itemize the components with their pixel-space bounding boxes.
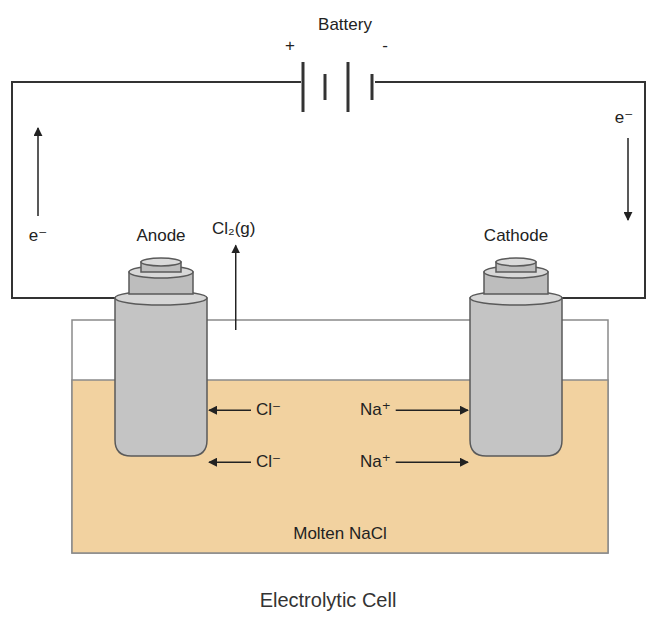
electron-flow-arrow bbox=[627, 138, 629, 220]
cathode-electrode-outline bbox=[470, 258, 562, 458]
electrode-label: Anode bbox=[136, 226, 185, 246]
ion-label: Na⁺ bbox=[360, 400, 391, 420]
battery-symbol-outline bbox=[301, 56, 375, 116]
electrode-label: Cathode bbox=[484, 226, 548, 246]
electron-label: e⁻ bbox=[615, 108, 633, 128]
text-slot: Anode bbox=[136, 226, 185, 246]
text-slot: Cl₂(g) bbox=[212, 219, 255, 239]
anode-electrode: Anode bbox=[115, 258, 207, 458]
wire bbox=[12, 82, 301, 298]
text-slot: e⁻ bbox=[29, 226, 47, 246]
text-slot: Electrolytic Cell bbox=[260, 588, 397, 612]
ion-arrow bbox=[209, 461, 251, 463]
caption: Electrolytic Cell bbox=[260, 588, 397, 612]
terminal-sign: + bbox=[285, 36, 295, 56]
cathode-electrode: Cathode bbox=[470, 258, 562, 458]
text-slot: Na⁺ bbox=[360, 400, 391, 420]
text-slot: Battery bbox=[318, 15, 372, 35]
text-slot: Cl⁻ bbox=[256, 452, 281, 472]
ion-arrow bbox=[396, 409, 468, 411]
electron-label: e⁻ bbox=[29, 226, 47, 246]
text-slot: + bbox=[285, 36, 295, 56]
text-slot: e⁻ bbox=[615, 108, 633, 128]
electrode-body bbox=[470, 298, 562, 456]
ion-label: Na⁺ bbox=[360, 452, 391, 472]
electrolyte-label: Molten NaCl bbox=[293, 524, 387, 544]
ion-label: Cl⁻ bbox=[256, 400, 281, 420]
ion-arrow bbox=[396, 461, 468, 463]
text-slot: Na⁺ bbox=[360, 452, 391, 472]
gas-arrow bbox=[235, 245, 237, 330]
ion-label: Cl⁻ bbox=[256, 452, 281, 472]
electrode-knob-top bbox=[496, 258, 536, 266]
text-slot: - bbox=[382, 36, 388, 56]
ion-arrow bbox=[209, 409, 251, 411]
battery-plate bbox=[302, 62, 305, 112]
battery-label: Battery bbox=[318, 15, 372, 35]
anode-electrode-outline bbox=[115, 258, 207, 458]
battery-symbol: Battery+- bbox=[301, 56, 375, 116]
battery-plate bbox=[324, 74, 327, 100]
text-slot: Cathode bbox=[484, 226, 548, 246]
text-slot: Molten NaCl bbox=[293, 524, 387, 544]
electron-flow-arrow bbox=[37, 128, 39, 216]
text-slot: Cl⁻ bbox=[256, 400, 281, 420]
battery-plate bbox=[371, 74, 374, 100]
gas-label: Cl₂(g) bbox=[212, 219, 255, 239]
terminal-sign: - bbox=[382, 36, 388, 56]
battery-plate bbox=[347, 62, 350, 112]
electrode-knob-top bbox=[141, 258, 181, 266]
electrode-body bbox=[115, 298, 207, 456]
wire bbox=[375, 82, 645, 298]
